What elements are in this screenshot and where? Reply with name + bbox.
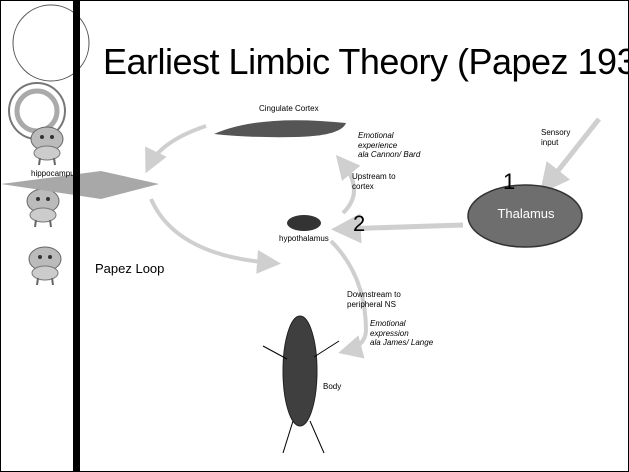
body-shape <box>283 316 317 426</box>
slide-title: Earliest Limbic Theory (Papez 1930) <box>103 41 629 83</box>
downstream-label: Downstream to peripheral NS <box>347 290 401 309</box>
body-limb <box>314 341 339 357</box>
body-limb <box>263 346 287 359</box>
body-limb <box>310 421 324 453</box>
cingulate-cortex-shape <box>214 120 346 137</box>
sensory-input-label: Sensory input <box>541 128 570 147</box>
upstream-label: Upstream to cortex <box>352 172 396 191</box>
thalamus-label: Thalamus <box>489 206 563 221</box>
loop-arrow-top <box>149 126 206 166</box>
emotional-expression-label: Emotional expression ala James/ Lange <box>370 319 433 348</box>
brain-mascot-icon <box>29 247 61 285</box>
hippocampus-label: hippocampus <box>31 169 79 179</box>
step-2-label: 2 <box>353 211 365 237</box>
step-1-label: 1 <box>503 169 515 195</box>
body-label: Body <box>323 382 341 392</box>
papez-loop-label: Papez Loop <box>95 261 164 277</box>
emotional-experience-label: Emotional experience ala Cannon/ Bard <box>358 131 420 160</box>
hypothalamus-label: hypothalamus <box>279 234 329 244</box>
loop-arrow-bottom <box>151 199 273 263</box>
brain-mascot-icon <box>27 189 59 227</box>
body-limb <box>283 421 293 453</box>
sidebar-bar <box>73 1 80 472</box>
brain-mascot-icon <box>31 127 63 165</box>
hypothalamus-shape <box>287 215 321 231</box>
cingulate-cortex-label: Cingulate Cortex <box>259 104 319 114</box>
hippocampus-shape <box>1 171 159 199</box>
